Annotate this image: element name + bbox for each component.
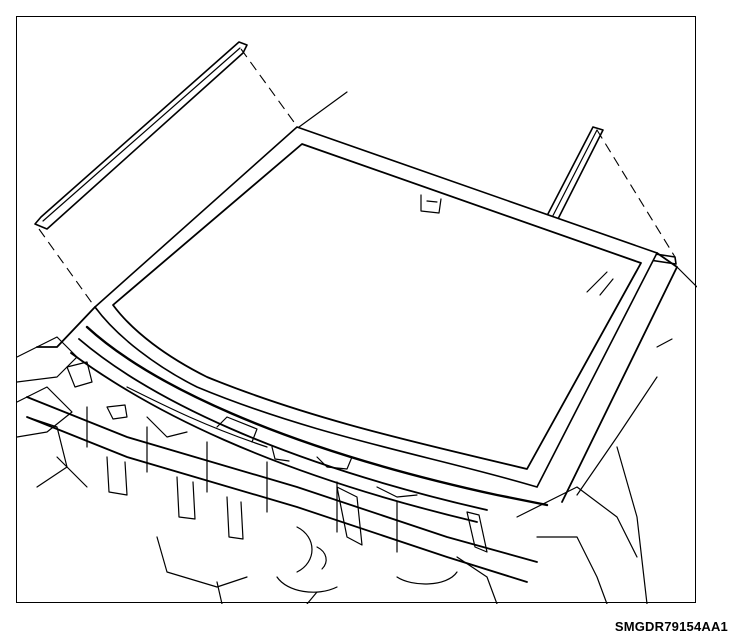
cowl-structure bbox=[26, 396, 538, 605]
interior-brackets bbox=[106, 404, 418, 498]
cowl-panel bbox=[70, 325, 549, 523]
left-reveal-molding bbox=[34, 41, 248, 230]
figure-reference-code: SMGDR79154AA1 bbox=[614, 619, 728, 634]
windshield-glass bbox=[93, 126, 659, 488]
windshield-illustration bbox=[16, 41, 698, 605]
left-body-structure bbox=[16, 306, 96, 488]
diagram-frame bbox=[16, 16, 698, 605]
right-a-pillar bbox=[561, 252, 698, 605]
leader-line bbox=[298, 91, 348, 128]
right-fender bbox=[516, 486, 638, 605]
